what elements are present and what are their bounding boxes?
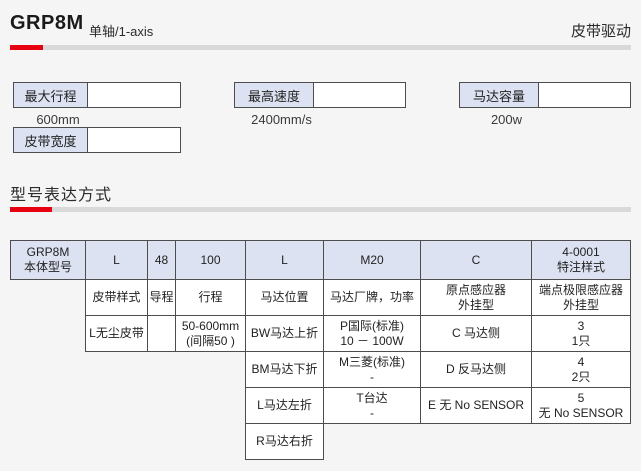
section-underline-accent xyxy=(10,207,52,212)
option-cell: BM马达下折 xyxy=(245,351,324,388)
option-cell: 3 1只 xyxy=(531,315,631,352)
option-cell: C 马达侧 xyxy=(420,315,532,352)
spec-box-motor-capacity: 马达容量 xyxy=(459,82,631,108)
option-cell: L无尘皮带 xyxy=(85,315,148,352)
spec-value-motor-capacity: 200w xyxy=(490,112,523,127)
section-underline-bar xyxy=(10,207,631,212)
model-table-column-limit-sensor: 4-0001 特注样式 端点极限感应器 外挂型 3 1只 4 2只 5 无 No… xyxy=(531,240,631,424)
column-category-cell: 原点感应器 外挂型 xyxy=(420,279,532,316)
option-cell: D 反马达侧 xyxy=(420,351,532,388)
drive-type-label: 皮带驱动 xyxy=(570,23,631,40)
model-table-column-belt: L 皮带样式 L无尘皮带 xyxy=(85,240,148,352)
spec-value-max-speed: 2400mm/s xyxy=(251,112,312,127)
spec-label-max-speed: 最高速度 xyxy=(235,83,314,107)
column-category-cell: 皮带样式 xyxy=(85,279,148,316)
model-table-column-stroke: 100 行程 50-600mm (间隔50 ) xyxy=(175,240,246,352)
spec-label-belt-width: 皮带宽度 xyxy=(14,128,88,152)
model-table-column-motor-position: L 马达位置 BW马达上折 BM马达下折 L马达左折 R马达右折 xyxy=(245,240,324,460)
spec-label-motor-capacity: 马达容量 xyxy=(460,83,539,107)
column-category-cell: 马达位置 xyxy=(245,279,324,316)
column-category-cell: 导程 xyxy=(147,279,176,316)
model-table-column-motor-brand: M20 马达厂牌，功率 P国际(标准) 10 － 100W M三菱(标准) - … xyxy=(323,240,421,424)
column-category-cell: 马达厂牌，功率 xyxy=(323,279,421,316)
spec-box-max-stroke: 最大行程 xyxy=(13,82,181,108)
column-code-cell: GRP8M 本体型号 xyxy=(10,240,86,280)
model-table-column-lead: 48 导程 xyxy=(147,240,176,352)
axis-subtitle: 单轴/1-axis xyxy=(89,24,154,39)
option-cell: 4 2只 xyxy=(531,351,631,388)
option-cell: R马达右折 xyxy=(245,423,324,460)
column-code-cell: 48 xyxy=(147,240,176,280)
section-title: 型号表达方式 xyxy=(10,187,113,204)
title-underline-accent xyxy=(10,45,43,50)
option-cell: E 无 No SENSOR xyxy=(420,387,532,424)
column-code-cell: L xyxy=(85,240,148,280)
model-table-column-body: GRP8M 本体型号 xyxy=(10,240,86,280)
spec-label-max-stroke: 最大行程 xyxy=(14,83,88,107)
column-code-cell: M20 xyxy=(323,240,421,280)
column-code-cell: C xyxy=(420,240,532,280)
column-category-cell: 端点极限感应器 外挂型 xyxy=(531,279,631,316)
option-cell: T台达 - xyxy=(323,387,421,424)
option-cell: P国际(标准) 10 － 100W xyxy=(323,315,421,352)
option-cell: M三菱(标准) - xyxy=(323,351,421,388)
spec-value-max-stroke: 600mm xyxy=(36,112,80,127)
model-table-column-origin-sensor: C 原点感应器 外挂型 C 马达侧 D 反马达侧 E 无 No SENSOR xyxy=(420,240,532,424)
column-code-cell: 100 xyxy=(175,240,246,280)
column-code-cell: L xyxy=(245,240,324,280)
column-code-cell: 4-0001 特注样式 xyxy=(531,240,631,280)
title-underline-bar xyxy=(10,45,631,50)
option-cell: 50-600mm (间隔50 ) xyxy=(175,315,246,352)
option-cell: 5 无 No SENSOR xyxy=(531,387,631,424)
page-title: GRP8M xyxy=(10,12,84,34)
empty-option-cell xyxy=(147,315,176,352)
column-category-cell: 行程 xyxy=(175,279,246,316)
spec-box-max-speed: 最高速度 xyxy=(234,82,406,108)
option-cell: BW马达上折 xyxy=(245,315,324,352)
option-cell: L马达左折 xyxy=(245,387,324,424)
spec-box-belt-width: 皮带宽度 xyxy=(13,127,181,153)
